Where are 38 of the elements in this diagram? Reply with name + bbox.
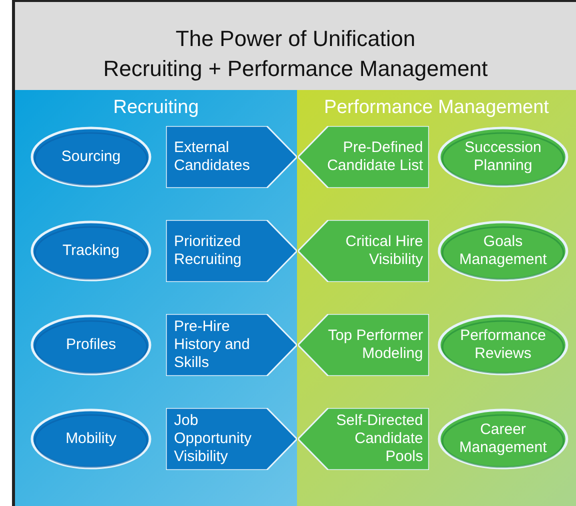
node-text: Career Management xyxy=(458,421,548,457)
node-text: External Candidates xyxy=(174,139,251,175)
column-heading: Performance Management xyxy=(323,96,550,120)
column-heading: Recruiting xyxy=(112,96,200,120)
column-panel xyxy=(297,90,576,506)
arrow-shape-box xyxy=(298,314,429,376)
arrow-shape-box xyxy=(298,408,429,470)
node-text: Performance Reviews xyxy=(459,327,547,363)
arrow-shape-box xyxy=(166,314,297,376)
node-text: Critical Hire Visibility xyxy=(344,233,423,269)
node-text: Job Opportunity Visibility xyxy=(174,412,253,466)
title: The Power of Unification xyxy=(174,25,416,53)
arrow-shape-box xyxy=(298,126,429,188)
oval-node xyxy=(30,408,152,470)
node-text: Self-Directed Candidate Pools xyxy=(335,412,423,466)
node-text: Sourcing xyxy=(61,148,121,166)
oval-node xyxy=(437,220,569,282)
oval-node xyxy=(437,126,569,188)
node-text: Top Performer Modeling xyxy=(326,327,423,363)
node-text: Profiles xyxy=(66,336,116,354)
oval-node xyxy=(30,220,152,282)
oval-node xyxy=(30,126,152,188)
column-panel xyxy=(15,90,297,506)
oval-node xyxy=(30,314,152,376)
arrow-shape-box xyxy=(166,408,297,470)
arrow-shape-box xyxy=(166,126,297,188)
node-text: Mobility xyxy=(66,430,116,448)
node-text: Goals Management xyxy=(458,233,548,269)
node-text: Succession Planning xyxy=(464,139,542,175)
arrow-shape-box xyxy=(298,220,429,282)
node-text: Prioritized Recruiting xyxy=(174,233,243,269)
arrow-shape-box xyxy=(166,220,297,282)
subtitle: Recruiting + Performance Management xyxy=(102,55,489,83)
node-text: Tracking xyxy=(62,242,120,260)
oval-node xyxy=(437,408,569,470)
node-text: Pre-Hire History and Skills xyxy=(174,318,251,372)
oval-node xyxy=(437,314,569,376)
node-text: Pre-Defined Candidate List xyxy=(326,139,423,175)
